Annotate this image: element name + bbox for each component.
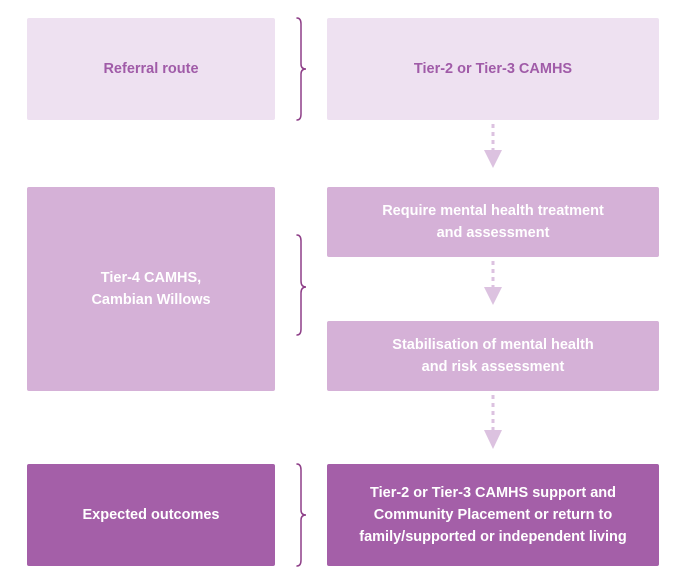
referral-route-detail: Tier-2 or Tier-3 CAMHS — [327, 18, 659, 120]
referral-route-detail-text: Tier-2 or Tier-3 CAMHS — [413, 61, 573, 77]
tier4-label: Tier-4 CAMHS, Cambian Willows — [27, 187, 275, 391]
treatment-step-text: Require mental health treatment and asse… — [382, 203, 604, 241]
brace-outcomes — [296, 463, 307, 567]
treatment-step: Require mental health treatment and asse… — [327, 187, 659, 257]
arrow-2-head — [484, 287, 502, 305]
arrow-3-head — [484, 430, 502, 449]
expected-outcomes-detail: Tier-2 or Tier-3 CAMHS support and Commu… — [327, 464, 659, 566]
referral-route-text: Referral route — [103, 61, 199, 77]
arrow-1-head — [484, 150, 502, 168]
tier4-label-text: Tier-4 CAMHS, Cambian Willows — [91, 270, 211, 308]
expected-outcomes-text: Expected outcomes — [82, 507, 220, 523]
stabilisation-step: Stabilisation of mental health and risk … — [327, 321, 659, 391]
referral-route-label: Referral route — [27, 18, 275, 120]
expected-outcomes-detail-text: Tier-2 or Tier-3 CAMHS support and Commu… — [359, 485, 627, 545]
brace-tier4 — [296, 234, 307, 336]
brace-referral — [296, 17, 307, 121]
stabilisation-step-text: Stabilisation of mental health and risk … — [392, 337, 594, 375]
expected-outcomes-label: Expected outcomes — [27, 464, 275, 566]
